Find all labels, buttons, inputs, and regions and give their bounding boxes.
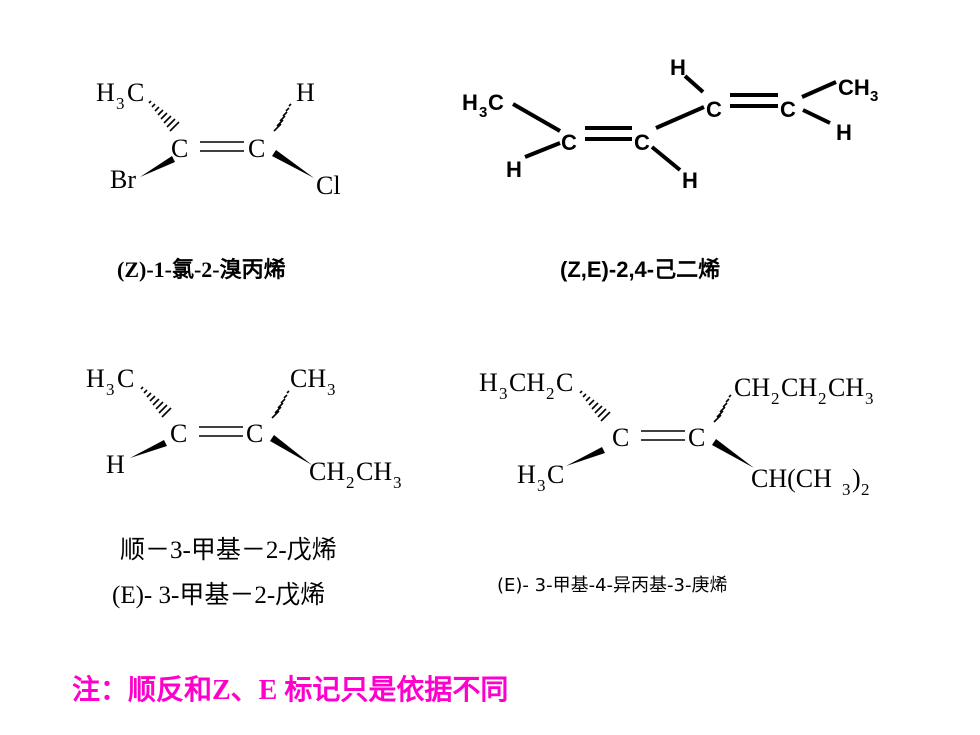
m1-c2: C <box>248 134 265 163</box>
m1-h-right: H <box>296 78 315 107</box>
caption-molecule-4: (E)- 3-甲基-4-异丙基-3-庚烯 <box>497 575 728 596</box>
caption-molecule-2: (Z,E)-2,4-己二烯 <box>560 257 721 282</box>
m2-bond-c4-ch3 <box>801 80 837 99</box>
m4-isopropyl: CH(CH <box>751 464 832 493</box>
molecule-3: H 3 C C C <box>86 364 402 492</box>
m1-c1: C <box>171 134 188 163</box>
m2-ch3-c: C <box>488 90 504 115</box>
m4-hash-bond-top-left <box>579 390 611 422</box>
m2-c2: C <box>634 130 650 155</box>
caption-molecule-3-line-1: 顺－3-甲基－2-戊烯 <box>120 537 337 564</box>
m2-bond-c2-c3 <box>655 105 705 130</box>
m3-ch2-sub: 2 <box>346 473 355 492</box>
m4-c1: C <box>612 423 629 452</box>
m3-wedge-bond-bottom-left <box>130 440 167 458</box>
m1-hash-bond-top-left <box>148 100 180 132</box>
m2-bond-h-c1 <box>524 141 561 159</box>
m4-methyl-sub: 3 <box>537 476 546 495</box>
m2-c4: C <box>780 97 796 122</box>
m3-hash-bond-top-right <box>271 390 290 419</box>
m4-methyl-h: H <box>517 460 536 489</box>
m2-ch3-right: CH <box>838 75 870 100</box>
m4-ethyl-sub2: 2 <box>546 384 555 403</box>
m1-ch3-h: H <box>96 78 115 107</box>
caption-molecule-1: (Z)-1-氯-2-溴丙烯 <box>117 257 286 282</box>
m1-ch3-c: C <box>127 78 144 107</box>
m2-ch3-right-sub: 3 <box>870 88 878 105</box>
molecule-2: H 3 C C H C H C H C CH 3 H <box>462 55 878 193</box>
m4-ethyl-h: H <box>479 368 498 397</box>
molecule-1: H 3 C C C <box>96 78 341 200</box>
m3-ch3-right: CH <box>290 364 326 393</box>
m3-h: H <box>106 450 125 479</box>
m3-c1: C <box>170 419 187 448</box>
m3-ch3-c: C <box>117 364 134 393</box>
m2-bond-ch3-c1 <box>512 102 561 133</box>
m3-wedge-bond-bottom-right <box>270 435 312 465</box>
m3-ch3-end-sub: 3 <box>393 473 402 492</box>
m3-ch3-sub: 3 <box>106 380 115 399</box>
m2-h-bottom: H <box>682 168 698 193</box>
m4-propyl-ch2b: CH <box>781 373 817 402</box>
m1-ch3-sub: 3 <box>116 94 125 113</box>
m4-isopropyl-paren: ) <box>852 464 861 493</box>
m2-h-top: H <box>670 55 686 80</box>
m3-c2: C <box>246 419 263 448</box>
caption-molecule-3-line-2: (E)- 3-甲基－2-戊烯 <box>112 582 326 609</box>
m4-isopropyl-sub2: 2 <box>861 480 870 499</box>
m3-hash-bond-top-left <box>140 386 172 418</box>
m1-br: Br <box>110 165 136 194</box>
m4-ethyl-c: C <box>556 368 573 397</box>
m4-isopropyl-sub1: 3 <box>842 480 851 499</box>
m3-ch3-h: H <box>86 364 105 393</box>
m1-hash-bond-top-right <box>273 103 292 132</box>
m2-bond-c4-h <box>802 108 831 125</box>
note-text: 注：顺反和Z、E 标记只是依据不同 <box>72 675 509 706</box>
m3-ch2: CH <box>309 457 345 486</box>
m4-wedge-bond-bottom-left <box>566 447 605 466</box>
m2-h-right: H <box>836 120 852 145</box>
m4-hash-bond-top-right <box>713 394 732 423</box>
m2-h-lower-left: H <box>506 157 522 182</box>
m1-wedge-bond-bottom-left <box>140 156 175 177</box>
m4-propyl-sub2: 2 <box>818 389 827 408</box>
m4-propyl-sub3: 3 <box>865 389 874 408</box>
m4-propyl-sub1: 2 <box>771 389 780 408</box>
m3-ch3-right-sub: 3 <box>327 380 336 399</box>
m4-c2: C <box>688 423 705 452</box>
m4-ethyl-ch: CH <box>509 368 545 397</box>
m4-propyl-ch2a: CH <box>734 373 770 402</box>
m2-bond-c2-h <box>650 145 682 172</box>
m3-ch3-end: CH <box>356 457 392 486</box>
m2-ch3-h: H <box>462 90 478 115</box>
m2-c3: C <box>706 97 722 122</box>
molecule-4: H 3 CH 2 C C C <box>479 368 874 499</box>
m2-bond-c3-h <box>683 74 705 94</box>
m2-ch3-sub: 3 <box>479 104 487 121</box>
m1-cl: Cl <box>316 171 341 200</box>
m4-ethyl-sub1: 3 <box>499 384 508 403</box>
m1-wedge-bond-bottom-right <box>272 150 314 178</box>
m4-wedge-bond-bottom-right <box>712 439 754 468</box>
m2-c1: C <box>561 130 577 155</box>
m4-methyl-c: C <box>547 460 564 489</box>
m4-propyl-ch3: CH <box>828 373 864 402</box>
